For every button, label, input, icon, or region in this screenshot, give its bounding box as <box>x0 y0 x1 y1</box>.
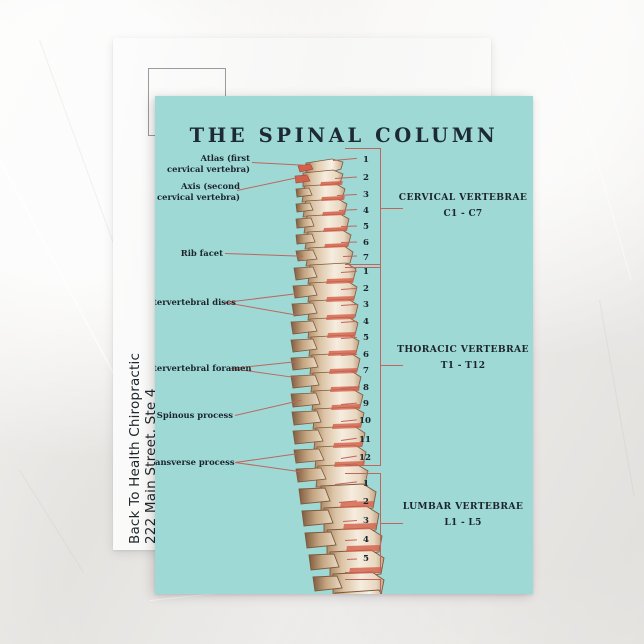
label-axis-line2: cervical vertebra) <box>157 192 240 203</box>
label-axis: Axis (second cervical vertebra) <box>155 181 240 203</box>
vertebra-number: 3 <box>363 190 369 200</box>
section-thoracic: THORACIC VERTEBRAE T1 - T12 <box>393 341 533 376</box>
vertebra-number: 4 <box>363 535 369 545</box>
label-atlas-line1: Atlas (first <box>200 153 250 163</box>
vertebra-number: 8 <box>363 383 369 393</box>
label-rib-facet: Rib facet <box>180 248 223 258</box>
section-thoracic-range: T1 - T12 <box>440 361 486 372</box>
vertebra-number: 7 <box>363 366 369 376</box>
vertebra-number: 5 <box>363 554 369 564</box>
postcard-front[interactable]: THE SPINAL COLUMN <box>155 96 533 594</box>
vertebra-number: 4 <box>363 206 369 216</box>
bracket-thoracic <box>345 264 403 466</box>
vertebra-number: 3 <box>363 300 369 310</box>
vertebra-number: 6 <box>363 350 369 360</box>
vertebra-number: 2 <box>363 284 369 294</box>
label-atlas-line2: cervical vertebra) <box>167 164 250 175</box>
page-title: THE SPINAL COLUMN <box>189 124 499 147</box>
vertebra-number: 9 <box>363 399 369 409</box>
vertebra-number: 4 <box>363 317 369 327</box>
vertebra-number: 2 <box>363 497 369 507</box>
section-thoracic-name: THORACIC VERTEBRAE <box>397 344 529 355</box>
vertebra-number: 3 <box>363 516 369 526</box>
lateral-spine-illustration <box>290 158 385 594</box>
label-atlas: Atlas (first cervical vertebra) <box>155 153 250 175</box>
label-axis-line1: Axis (second <box>181 181 240 191</box>
vertebra-number: 1 <box>363 155 369 165</box>
vertebra-number: 1 <box>363 479 369 489</box>
section-lumbar-name: LUMBAR VERTEBRAE <box>402 501 524 512</box>
vertebra-number: 11 <box>359 435 371 445</box>
bracket-cervical <box>345 148 403 268</box>
vertebra-number: 2 <box>363 173 369 183</box>
business-name: Back To Health Chiropractic <box>127 352 143 544</box>
vertebra-number: 10 <box>359 416 371 426</box>
section-cervical-name: CERVICAL VERTEBRAE <box>398 192 528 203</box>
vertebra-number: 6 <box>363 238 369 248</box>
label-intervertebral-foramen: Intervertebral foramen <box>155 363 252 373</box>
vertebra-number: 1 <box>363 267 369 277</box>
vertebra-number: 12 <box>359 453 371 463</box>
vertebra-number: 5 <box>363 222 369 232</box>
section-cervical: CERVICAL VERTEBRAE C1 - C7 <box>393 189 533 224</box>
vertebra-number: 7 <box>363 253 369 263</box>
vertebra-number: 5 <box>363 333 369 343</box>
bracket-lumbar <box>345 473 403 573</box>
label-intervertebral-discs: Intervertebral discs <box>155 297 236 307</box>
label-spinous-process: Spinous process <box>156 410 233 420</box>
section-lumbar: LUMBAR VERTEBRAE L1 - L5 <box>393 498 533 533</box>
section-lumbar-range: L1 - L5 <box>444 518 482 529</box>
label-transverse-process: Transverse process <box>155 457 235 467</box>
bracket-sacrum <box>345 579 381 594</box>
section-cervical-range: C1 - C7 <box>443 209 483 220</box>
